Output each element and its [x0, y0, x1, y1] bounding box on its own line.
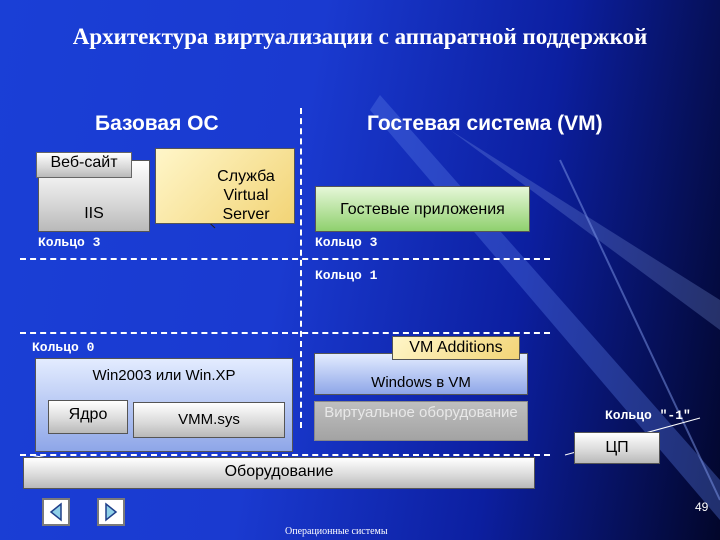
footer-caption: Операционные системы	[285, 526, 388, 537]
win-host-label: Win2003 или Win.XP	[92, 367, 236, 384]
vm-additions-label: VM Additions	[409, 339, 503, 356]
kernel-label: Ядро	[68, 406, 108, 423]
nav-forward-button[interactable]	[97, 498, 125, 526]
hardware-box: Оборудование	[23, 457, 535, 489]
guest-apps-box: Гостевые приложения	[315, 186, 530, 232]
cpu-label: ЦП	[605, 439, 629, 456]
nav-forward-icon	[105, 502, 118, 522]
website-label: Веб-сайт	[50, 154, 118, 171]
vm-additions-box: VM Additions	[392, 336, 520, 360]
ring0-boundary-line	[20, 454, 550, 456]
hardware-label: Оборудование	[224, 463, 334, 480]
iis-label: IIS	[84, 205, 104, 222]
ring3-boundary-line	[20, 258, 550, 260]
ring3-host-label: Кольцо 3	[38, 235, 101, 250]
vmm-box: VMM.sys	[133, 402, 285, 438]
website-box: Веб-сайт	[36, 152, 132, 178]
ring3-guest-label: Кольцо 3	[315, 235, 378, 250]
ring-minus1-label: Кольцо "-1"	[605, 408, 691, 423]
virtual-hardware-box: Виртуальное оборудование	[314, 401, 528, 441]
nav-back-icon	[49, 502, 62, 522]
kernel-box: Ядро	[48, 400, 128, 434]
virtual-server-box: Служба Virtual Server	[155, 148, 295, 224]
cpu-box: ЦП	[574, 432, 660, 464]
vmm-label: VMM.sys	[178, 411, 240, 428]
host-os-header: Базовая ОС	[95, 112, 219, 135]
page-number: 49	[695, 500, 709, 514]
windows-vm-box: Windows в VM	[314, 353, 528, 395]
ring0-label: Кольцо 0	[32, 340, 95, 355]
guest-system-header: Гостевая система (VM)	[367, 112, 603, 135]
virtual-server-label: Служба Virtual Server	[217, 168, 275, 223]
windows-vm-label: Windows в VM	[371, 374, 471, 391]
ring1-label: Кольцо 1	[315, 268, 378, 283]
ring1-boundary-line	[20, 332, 550, 334]
nav-back-button[interactable]	[42, 498, 70, 526]
host-guest-divider	[300, 108, 302, 428]
virtual-hardware-label: Виртуальное оборудование	[324, 404, 518, 421]
guest-apps-label: Гостевые приложения	[340, 201, 505, 218]
page-title: Архитектура виртуализации с аппаратной п…	[72, 24, 648, 49]
